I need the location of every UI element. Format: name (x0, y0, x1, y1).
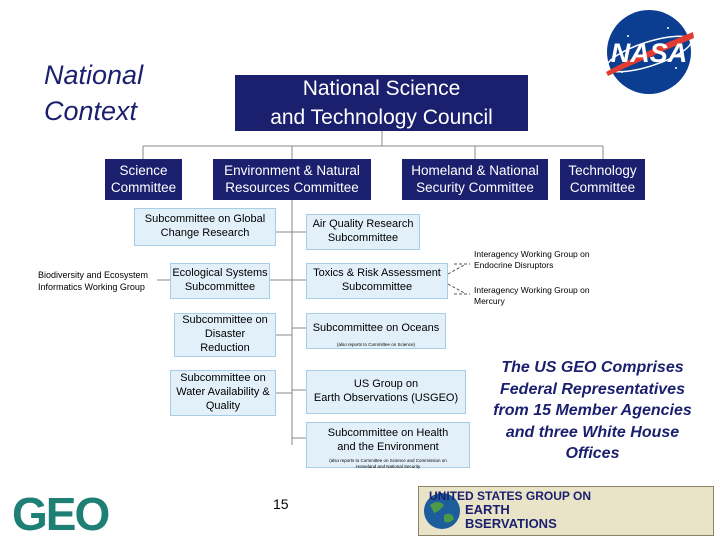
sub-line: Water Availability & (176, 386, 270, 399)
committee-line: Security Committee (416, 179, 534, 195)
interagency-line: Endocrine Disruptors (474, 260, 554, 271)
biodiversity-line: Informatics Working Group (38, 282, 145, 293)
statement-line: and three White House (505, 423, 680, 441)
mercury-working-group: Interagency Working Group on Mercury (474, 285, 634, 308)
oceans-subcommittee: Subcommittee on Oceans (also reports to … (306, 313, 446, 349)
sub-line: Subcommittee (327, 232, 399, 244)
air-quality-subcommittee: Air Quality Research Subcommittee (306, 214, 420, 250)
usgeo-banner: UNITED STATES GROUP ON EARTH BSERVATIONS (418, 486, 714, 536)
sub-line: Subcommittee (184, 281, 256, 293)
council-box: National Science and Technology Council (235, 75, 528, 131)
disaster-reduction-subcommittee: Subcommittee on Disaster Reduction (174, 313, 276, 357)
global-change-subcommittee: Subcommittee on Global Change Research (134, 208, 276, 246)
geo-logo: GEO (12, 488, 110, 538)
banner-observations: BSERVATIONS (465, 516, 557, 531)
statement-line: The US GEO Comprises (501, 359, 684, 376)
context-line: National (44, 60, 144, 90)
council-line: and Technology Council (270, 106, 493, 129)
water-availability-subcommittee: Subcommittee on Water Availability & Qua… (170, 370, 276, 416)
sub-line: Disaster (204, 328, 246, 341)
statement-line: Federal Representatives (500, 380, 685, 398)
statement-line: Offices (565, 445, 620, 463)
biodiversity-line: Biodiversity and Ecosystem (38, 270, 149, 280)
sub-line: Subcommittee on Oceans (312, 322, 440, 334)
earth-globe-icon (424, 493, 460, 529)
page-number: 15 (273, 496, 289, 512)
technology-committee-box: Technology Committee (560, 159, 645, 200)
sub-line: Subcommittee on (182, 314, 268, 327)
sub-line: Ecological Systems (172, 267, 268, 280)
interagency-line: Interagency Working Group on (474, 249, 590, 259)
science-committee-box: Science Committee (105, 159, 182, 200)
nasa-logo: NASA (606, 10, 694, 94)
sub-line: Subcommittee on Health (327, 427, 449, 439)
banner-earth: EARTH (465, 502, 510, 517)
committee-line: Committee (110, 179, 177, 195)
oceans-note: (also reports to Committee on Science) (336, 341, 416, 347)
statement-line: from 15 Member Agencies (493, 402, 692, 420)
committee-line: Resources Committee (225, 179, 359, 195)
sub-line: Air Quality Research (312, 218, 414, 231)
sub-line: US Group on (353, 378, 419, 391)
health-note: Homeland and National Security (355, 463, 421, 469)
biodiversity-working-group: Biodiversity and Ecosystem Informatics W… (38, 269, 160, 293)
council-line: National Science (302, 76, 461, 100)
usgeo-subcommittee: US Group on Earth Observations (USGEO) (306, 370, 466, 414)
interagency-line: Interagency Working Group on (474, 285, 590, 295)
banner-title: UNITED STATES GROUP ON (429, 489, 592, 503)
endocrine-working-group: Interagency Working Group on Endocrine D… (474, 249, 634, 272)
context-line: Context (44, 96, 138, 127)
interagency-line: Mercury (474, 296, 505, 307)
svg-text:NASA: NASA (611, 38, 688, 68)
committee-line: Environment & Natural (224, 162, 360, 178)
health-note: (also reports to Committee on Science an… (329, 457, 447, 463)
sub-line: Reduction (200, 341, 250, 354)
svg-text:GEO: GEO (12, 488, 108, 538)
environment-committee-box: Environment & Natural Resources Committe… (213, 159, 371, 200)
usgeo-statement: The US GEO Comprises Federal Representat… (480, 357, 705, 465)
health-environment-subcommittee: Subcommittee on Health and the Environme… (306, 422, 470, 469)
toxics-risk-subcommittee: Toxics & Risk Assessment Subcommittee (306, 263, 448, 299)
sub-line: Earth Observations (USGEO) (313, 392, 459, 404)
ecological-systems-subcommittee: Ecological Systems Subcommittee (170, 263, 270, 299)
sub-line: Toxics & Risk Assessment (313, 267, 441, 280)
sub-line: Subcommittee on (180, 372, 266, 385)
sub-line: Quality (205, 399, 241, 412)
homeland-committee-box: Homeland & National Security Committee (402, 159, 548, 200)
committee-line: Committee (569, 179, 636, 195)
committee-line: Science (119, 162, 168, 178)
committee-line: Technology (568, 162, 637, 178)
sub-line: Subcommittee (341, 281, 413, 293)
committee-line: Homeland & National (411, 162, 539, 178)
national-context-title: National Context (44, 57, 143, 130)
sub-line: Subcommittee on Global (144, 213, 266, 226)
sub-line: and the Environment (337, 440, 439, 453)
sub-line: Change Research (160, 227, 250, 239)
